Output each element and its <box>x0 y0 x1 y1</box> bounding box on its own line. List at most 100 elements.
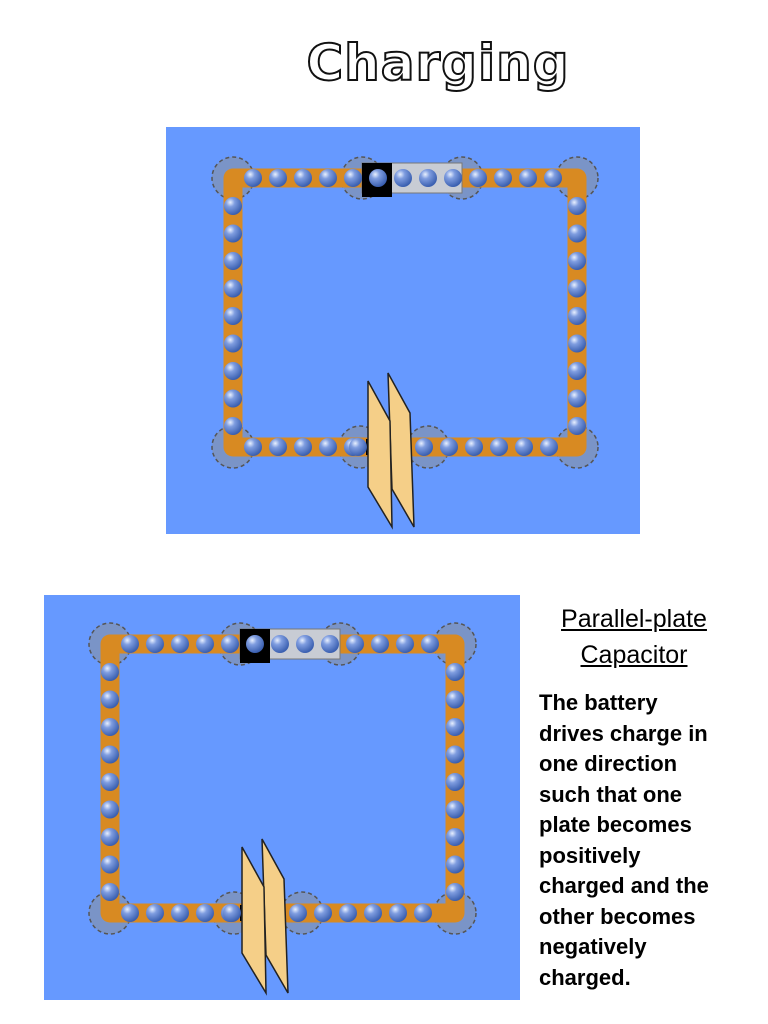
charge-carrier <box>446 663 464 681</box>
charge-carrier <box>319 438 337 456</box>
charge-carrier <box>269 438 287 456</box>
caption-line: charged and the <box>539 873 709 898</box>
charge-carrier <box>314 904 332 922</box>
caption-title-line: Capacitor <box>580 641 688 669</box>
charge-carrier <box>494 169 512 187</box>
charge-carrier <box>568 389 586 408</box>
charge-carrier <box>171 635 189 653</box>
charge-carrier <box>269 169 287 187</box>
charge-carrier <box>415 438 433 456</box>
charge-carrier <box>146 635 164 653</box>
charge-carrier <box>101 800 119 819</box>
charge-carrier <box>223 904 241 922</box>
caption-body: The battery drives charge in one directi… <box>539 688 767 993</box>
charge-carrier <box>540 438 558 456</box>
charge-carrier <box>101 745 119 764</box>
charge-carrier <box>568 224 586 243</box>
charge-carrier <box>349 438 367 456</box>
charge-carrier <box>101 718 119 736</box>
charge-carrier <box>224 224 242 243</box>
charge-carrier <box>294 169 312 187</box>
charge-carrier <box>224 389 242 408</box>
caption-title-line: Parallel-plate <box>561 605 707 633</box>
charge-carrier <box>339 904 357 922</box>
charge-carrier <box>344 169 362 187</box>
caption-line: The battery <box>539 690 658 715</box>
charge-carrier <box>101 663 119 681</box>
charge-carrier <box>421 635 439 653</box>
charge-carrier <box>271 635 289 653</box>
charge-carrier <box>101 855 119 874</box>
charge-carrier <box>101 828 119 846</box>
page-title: Charging <box>305 34 570 92</box>
charge-carrier <box>196 635 214 653</box>
charge-carrier <box>419 169 437 187</box>
charge-carrier <box>414 904 432 922</box>
capacitor-plate <box>367 380 393 530</box>
charge-carrier <box>371 635 389 653</box>
charge-carrier <box>221 635 239 653</box>
circuit-illustration <box>88 622 477 996</box>
charge-carrier <box>446 855 464 874</box>
charge-carrier <box>515 438 533 456</box>
charge-carrier <box>171 904 189 922</box>
charge-carrier <box>296 635 314 653</box>
caption-line: positively <box>539 842 641 868</box>
caption-line: one direction <box>539 751 678 776</box>
charge-carrier <box>244 169 262 187</box>
charge-carrier <box>444 169 462 187</box>
charge-carrier <box>224 417 242 435</box>
charge-carrier <box>544 169 562 187</box>
caption-line: such that one <box>539 781 683 807</box>
capacitor-plate <box>241 846 267 996</box>
charge-carrier <box>289 904 307 922</box>
charge-carrier <box>446 828 464 846</box>
charge-carrier <box>319 169 337 187</box>
charge-carrier <box>244 438 262 456</box>
charge-carrier <box>121 904 139 922</box>
charge-carrier <box>394 169 412 187</box>
caption-line: drives charge in <box>539 720 708 746</box>
charge-carrier <box>389 904 407 922</box>
charge-carrier <box>101 773 119 791</box>
charge-carrier <box>446 718 464 736</box>
charge-carrier <box>224 307 242 325</box>
charge-carrier <box>568 362 586 380</box>
charge-carrier <box>568 307 586 325</box>
charge-carrier <box>446 690 464 709</box>
charge-carrier <box>465 438 483 456</box>
charge-carrier <box>224 252 242 270</box>
charge-carrier <box>101 690 119 709</box>
charge-carrier <box>101 883 119 901</box>
caption-line: negatively <box>539 934 647 959</box>
caption-line: charged. <box>539 964 631 990</box>
charge-carrier <box>294 438 312 456</box>
charge-carrier <box>364 904 382 922</box>
caption-line: plate becomes <box>539 812 692 837</box>
charge-carrier <box>469 169 487 187</box>
charge-carrier <box>490 438 508 456</box>
charge-carrier <box>446 883 464 901</box>
charge-carrier <box>446 745 464 764</box>
charge-carrier <box>146 904 164 922</box>
charge-carrier <box>568 334 586 353</box>
wire <box>100 634 465 923</box>
charge-carrier <box>396 635 414 653</box>
charge-carrier <box>224 334 242 353</box>
circuit-diagram-bottom <box>44 595 520 1000</box>
charge-carrier <box>568 279 586 298</box>
charge-carrier <box>440 438 458 456</box>
circuit-diagram-top <box>166 127 640 534</box>
circuit-illustration <box>211 156 599 530</box>
charge-carrier <box>446 773 464 791</box>
charge-carrier <box>568 252 586 270</box>
charge-carrier <box>224 197 242 215</box>
charge-carrier <box>246 635 264 653</box>
charge-carrier <box>224 279 242 298</box>
charge-carrier <box>568 417 586 435</box>
charge-carrier <box>369 169 387 187</box>
charge-carrier <box>519 169 537 187</box>
caption-line: other becomes <box>539 903 696 929</box>
charge-carrier <box>121 635 139 653</box>
charge-carrier <box>346 635 364 653</box>
